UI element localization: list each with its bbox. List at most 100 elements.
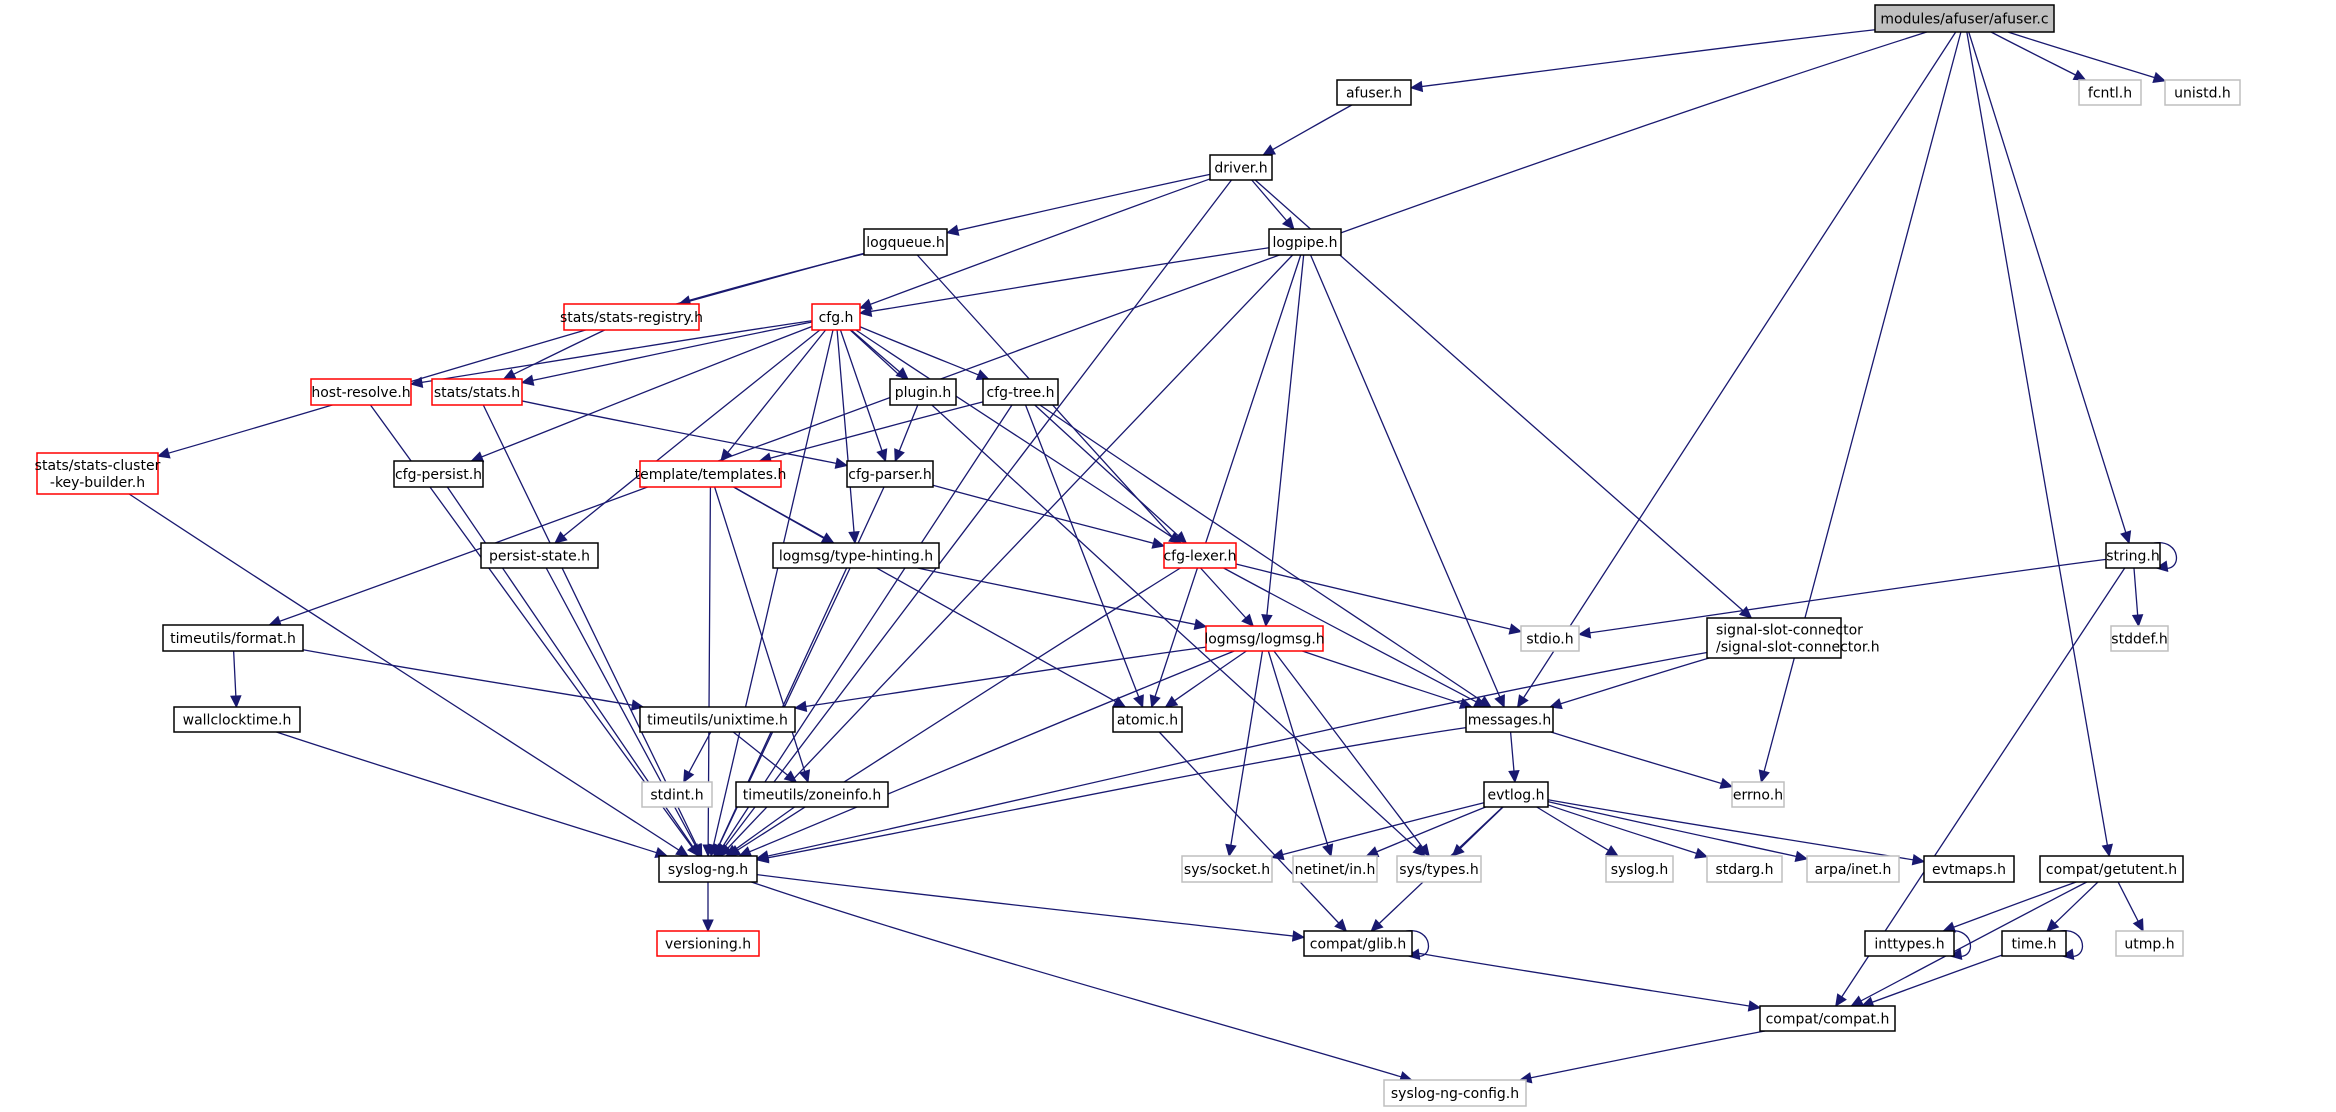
- edge-cfg-tree-h-to-atomic-h: [1024, 404, 1144, 709]
- node-evtlog-h[interactable]: evtlog.h: [1483, 781, 1549, 808]
- node-inttypes-h[interactable]: inttypes.h: [1864, 930, 1955, 957]
- node-box: [1605, 855, 1674, 883]
- node-cfg-h[interactable]: cfg.h: [811, 303, 861, 331]
- node-driver-h[interactable]: driver.h: [1209, 154, 1273, 181]
- arrowhead-icon: [725, 844, 739, 857]
- node-arpa-inet-h[interactable]: arpa/inet.h: [1806, 855, 1900, 883]
- arrowhead-icon: [1112, 696, 1127, 708]
- arrowhead-icon: [1409, 80, 1424, 93]
- node-messages-h[interactable]: messages.h: [1465, 706, 1554, 733]
- node-box: [1336, 79, 1412, 106]
- edge-logpipe-h-to-logmsg-h: [1261, 254, 1305, 628]
- edge-cfg-h-to-host-resolve-h: [409, 320, 813, 389]
- node-stats-ckb-h[interactable]: stats/stats-cluster-key-builder.h: [35, 452, 161, 495]
- arrowhead-icon: [2120, 530, 2132, 545]
- node-box: [2039, 855, 2184, 883]
- edge-type-hinting-h-to-logmsg-h: [917, 567, 1208, 630]
- node-root[interactable]: modules/afuser/afuser.c: [1874, 4, 2055, 33]
- node-box: [2078, 79, 2142, 106]
- node-label: timeutils/zoneinfo.h: [743, 788, 882, 804]
- arrowhead-icon: [834, 457, 849, 469]
- node-label: unistd.h: [2174, 86, 2231, 102]
- node-label: cfg-persist.h: [395, 467, 482, 483]
- node-cfg-tree-h[interactable]: cfg-tree.h: [982, 378, 1059, 406]
- edge-syslog-ng-h-to-glib-h: [756, 873, 1306, 942]
- edge-ssc-h-to-messages-h: [1548, 657, 1710, 710]
- edge-logmsg-h-to-messages-h: [1302, 650, 1473, 709]
- node-logpipe-h[interactable]: logpipe.h: [1268, 228, 1342, 256]
- node-netinet-in-h[interactable]: netinet/in.h: [1292, 855, 1378, 883]
- edge-plugin-h-to-cfg-parser-h: [894, 404, 919, 463]
- node-box: [639, 460, 782, 488]
- node-fcntl-h[interactable]: fcntl.h: [2078, 79, 2142, 106]
- edge-getutent-h-to-time-h: [2046, 881, 2099, 932]
- edge-root-to-errno-h: [1758, 31, 1962, 784]
- node-string-h[interactable]: string.h: [2105, 542, 2161, 569]
- node-cfg-parser-h[interactable]: cfg-parser.h: [846, 460, 934, 488]
- node-box: [656, 930, 760, 957]
- node-box: [393, 460, 484, 488]
- node-syslog-ng-config-h[interactable]: syslog-ng-config.h: [1383, 1079, 1527, 1107]
- node-syslog-ng-h[interactable]: syslog-ng.h: [658, 855, 758, 883]
- node-compat-h[interactable]: compat/compat.h: [1759, 1005, 1896, 1032]
- node-syslog-h[interactable]: syslog.h: [1605, 855, 1674, 883]
- node-time-h[interactable]: time.h: [2001, 930, 2067, 957]
- node-host-resolve-h[interactable]: host-resolve.h: [310, 378, 412, 406]
- node-unistd-h[interactable]: unistd.h: [2164, 79, 2241, 106]
- node-label: versioning.h: [665, 937, 751, 953]
- node-sys-socket-h[interactable]: sys/socket.h: [1181, 855, 1273, 883]
- node-cfg-lexer-h[interactable]: cfg-lexer.h: [1163, 542, 1237, 569]
- node-errno-h[interactable]: errno.h: [1731, 781, 1785, 808]
- node-getutent-h[interactable]: compat/getutent.h: [2039, 855, 2184, 883]
- node-evtmaps-h[interactable]: evtmaps.h: [1923, 855, 2015, 883]
- node-ssc-h[interactable]: signal-slot-connector/signal-slot-connec…: [1706, 617, 1880, 659]
- node-unixtime-h[interactable]: timeutils/unixtime.h: [639, 706, 796, 733]
- node-box: [2115, 930, 2184, 957]
- arrowhead-icon: [1370, 918, 1384, 932]
- node-versioning-h[interactable]: versioning.h: [656, 930, 760, 957]
- node-stdarg-h[interactable]: stdarg.h: [1706, 855, 1783, 883]
- node-persist-state-h[interactable]: persist-state.h: [480, 542, 599, 569]
- node-stdio-h[interactable]: stdio.h: [1520, 625, 1580, 652]
- node-sys-types-h[interactable]: sys/types.h: [1396, 855, 1482, 883]
- node-box: [1268, 228, 1342, 256]
- arrowhead-icon: [848, 531, 860, 545]
- node-box: [1483, 781, 1549, 808]
- node-stddef-h[interactable]: stddef.h: [2110, 625, 2169, 652]
- node-label: string.h: [2106, 549, 2160, 565]
- node-box: [1806, 855, 1900, 883]
- node-wallclocktime-h[interactable]: wallclocktime.h: [173, 706, 301, 733]
- node-logqueue-h[interactable]: logqueue.h: [863, 228, 948, 256]
- node-stdint-h[interactable]: stdint.h: [641, 781, 713, 808]
- node-timeutils-format-h[interactable]: timeutils/format.h: [162, 624, 304, 652]
- edge-root-to-string-h: [1968, 31, 2132, 545]
- node-type-hinting-h[interactable]: logmsg/type-hinting.h: [772, 542, 940, 569]
- node-stats-h[interactable]: stats/stats.h: [431, 378, 523, 406]
- node-afuser-h[interactable]: afuser.h: [1336, 79, 1412, 106]
- node-zoneinfo-h[interactable]: timeutils/zoneinfo.h: [735, 781, 889, 808]
- arrowhead-icon: [1151, 537, 1166, 549]
- node-atomic-h[interactable]: atomic.h: [1112, 706, 1183, 733]
- edge-logpipe-h-to-atomic-h: [1149, 254, 1302, 709]
- arrowhead-icon: [1133, 694, 1144, 709]
- edge-logmsg-h-to-syslog-ng-h: [738, 650, 1235, 857]
- edge-cfg-tree-h-to-cfg-lexer-h: [1034, 404, 1188, 544]
- node-label: stdio.h: [1526, 632, 1573, 648]
- arrowhead-icon: [1548, 698, 1563, 710]
- node-cfg-persist-h[interactable]: cfg-persist.h: [393, 460, 484, 488]
- edge-stats-ckb-h-to-syslog-ng-h: [128, 493, 689, 857]
- node-label: syslog.h: [1611, 862, 1669, 878]
- node-utmp-h[interactable]: utmp.h: [2115, 930, 2184, 957]
- arrowhead-icon: [1262, 144, 1277, 156]
- node-templates-h[interactable]: template/templates.h: [635, 460, 787, 488]
- arrowhead-icon: [2072, 69, 2087, 81]
- edge-cfg-h-to-persist-state-h: [554, 329, 821, 544]
- arrowhead-icon: [1334, 918, 1348, 932]
- node-label: logpipe.h: [1273, 235, 1338, 251]
- node-box: [1706, 855, 1783, 883]
- node-glib-h[interactable]: compat/glib.h: [1303, 930, 1413, 957]
- node-stats-registry-h[interactable]: stats/stats-registry.h: [560, 303, 703, 331]
- arrowhead-icon: [1270, 848, 1285, 861]
- node-plugin-h[interactable]: plugin.h: [889, 378, 957, 406]
- node-logmsg-h[interactable]: logmsg/logmsg.h: [1204, 625, 1325, 652]
